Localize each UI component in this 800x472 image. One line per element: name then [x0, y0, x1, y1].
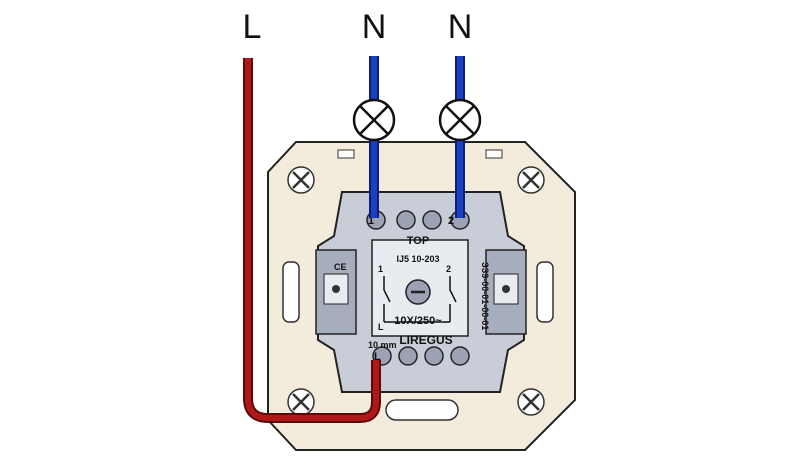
top-marking: TOP	[407, 235, 429, 247]
contact-2-label: 2	[446, 264, 451, 274]
model-marking: IJ5 10-203	[396, 254, 439, 264]
switch-mechanism	[315, 191, 527, 393]
mounting-screw-top-left	[287, 166, 315, 194]
terminal-1-label: 1	[368, 215, 374, 227]
live-label: L	[243, 8, 262, 46]
mounting-screw-top-right	[517, 166, 545, 194]
rating-marking: 10X/250~	[394, 315, 442, 327]
mounting-screw-bottom-right	[517, 388, 545, 416]
contact-l-label: L	[378, 322, 384, 332]
terminal-l-label: L	[374, 351, 381, 363]
ce-mark: CE	[334, 262, 347, 272]
neutral-label-1: N	[362, 8, 387, 46]
mounting-screw-bottom-left	[287, 388, 315, 416]
strip-length-marking: 10 mm	[368, 340, 397, 350]
serial-marking: ЗЗ9-00-01-00-01	[480, 262, 490, 330]
lamp-icon	[352, 98, 396, 142]
internal-switch-schematic	[383, 276, 457, 323]
terminal-2-label: 2	[448, 215, 454, 227]
brand-marking: LIREGUS	[399, 333, 452, 347]
live-wire	[243, 58, 381, 423]
neutral-label-2: N	[448, 8, 473, 46]
contact-1-label: 1	[378, 264, 383, 274]
lamp-icon	[438, 98, 482, 142]
